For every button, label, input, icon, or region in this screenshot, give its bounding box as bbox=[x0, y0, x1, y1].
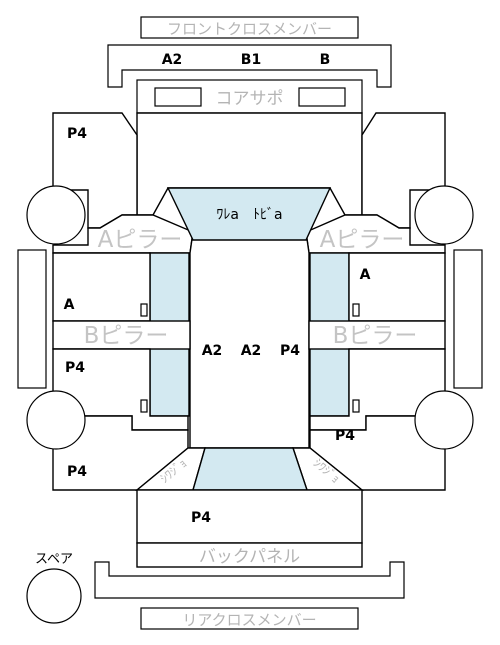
front-fender-left-label: P4 bbox=[67, 126, 87, 142]
tire-rear-right bbox=[414, 390, 474, 450]
roof bbox=[189, 231, 310, 449]
back-panel-label: バックパネル bbox=[199, 547, 300, 567]
tire-rear-left bbox=[26, 390, 86, 450]
front-door-left-handle bbox=[140, 303, 148, 317]
roof-label-3: P4 bbox=[280, 343, 300, 359]
front-door-right-label: A bbox=[360, 267, 371, 283]
rear-cross-member-box bbox=[140, 607, 359, 630]
tire-front-right bbox=[414, 185, 474, 245]
front-label-b: B bbox=[320, 52, 331, 68]
front-cross-member-label: フロントクロスメンバー bbox=[167, 20, 332, 38]
front-label-b1: B1 bbox=[241, 52, 261, 68]
rear-door-left-handle bbox=[140, 399, 148, 413]
front-door-right-handle bbox=[352, 303, 360, 317]
b-pillar-left-label: Bピラー bbox=[84, 323, 169, 349]
rear-door-right-handle bbox=[352, 399, 360, 413]
front-door-right bbox=[348, 252, 446, 322]
headlight-right bbox=[298, 87, 346, 107]
front-door-left-label: A bbox=[64, 297, 75, 313]
side-sill-right bbox=[453, 249, 483, 389]
rear-door-left-label: P4 bbox=[65, 360, 85, 376]
windshield-label: ﾜﾚa ﾄﾋﾞa bbox=[216, 207, 282, 223]
a-pillar-right-label: Aピラー bbox=[320, 227, 405, 253]
spare-tire bbox=[26, 568, 82, 624]
front-bumper bbox=[107, 44, 392, 88]
rear-cross-member-label: リアクロスメンバー bbox=[182, 611, 316, 629]
front-cross-member-box bbox=[140, 16, 359, 39]
b-pillar-left bbox=[52, 320, 191, 350]
roof-label-2: A2 bbox=[241, 343, 262, 359]
trunk-label: P4 bbox=[191, 510, 211, 526]
rear-quarter-left bbox=[52, 415, 189, 491]
trunk bbox=[136, 489, 363, 544]
rear-window bbox=[192, 447, 308, 491]
core-support-label: コアサポ bbox=[216, 89, 284, 109]
spare-label: スペア bbox=[35, 552, 73, 567]
rear-quarter-right-label: P4 bbox=[335, 428, 355, 444]
b-pillar-right-label: Bピラー bbox=[333, 323, 418, 349]
front-label-a2: A2 bbox=[162, 52, 183, 68]
windshield bbox=[166, 187, 332, 241]
roof-label-1: A2 bbox=[202, 343, 223, 359]
side-sill-left bbox=[17, 249, 47, 389]
headlight-left bbox=[154, 87, 202, 107]
rear-quarter-left-label: P4 bbox=[67, 464, 87, 480]
a-pillar-left-label: Aピラー bbox=[98, 227, 183, 253]
tire-front-left bbox=[26, 185, 86, 245]
rear-quarter-right bbox=[309, 415, 446, 491]
rear-bumper bbox=[94, 561, 405, 599]
back-panel bbox=[136, 542, 363, 568]
